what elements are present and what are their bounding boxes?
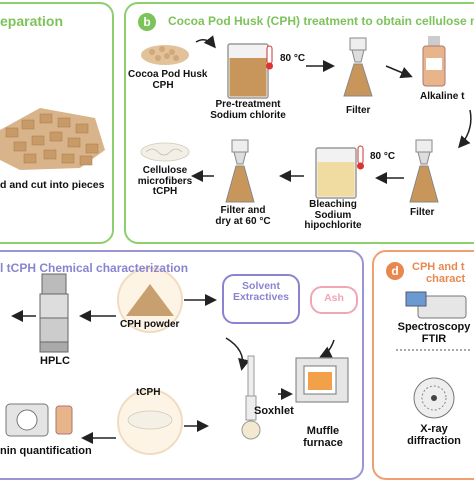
cut-pieces-pile-icon xyxy=(0,108,105,170)
ash-pill xyxy=(310,286,358,314)
panel-b-title: Cocoa Pod Husk (CPH) treatment to obtain… xyxy=(168,14,474,28)
temp-label-1: 80 °C xyxy=(280,53,306,64)
tcph-label: tCPH xyxy=(136,387,161,398)
hplc-label: HPLC xyxy=(40,355,70,367)
arrow-alkaline-to-filter xyxy=(458,109,472,149)
cph-powder-label: CPH powder xyxy=(120,319,180,330)
arrow-ash-to-furnace xyxy=(319,339,335,358)
cph-powder-icon xyxy=(126,284,174,316)
soxhlet-label: Soxhlet xyxy=(254,405,294,417)
cellulose-fibers-icon xyxy=(140,142,190,162)
beaker-bleaching-icon xyxy=(315,147,357,199)
muffle-furnace-icon xyxy=(295,357,349,403)
panel-c-title: l tCPH Chemical characterization xyxy=(0,261,189,275)
alkaline-bottle-icon xyxy=(422,36,446,87)
ftir-spectrometer-icon xyxy=(405,291,467,319)
panel-d-letter: d xyxy=(386,262,404,280)
filter-flask-icon-3 xyxy=(225,139,255,203)
arrow-extractives-to-soxhlet xyxy=(225,337,250,371)
soxhlet-apparatus-icon xyxy=(241,355,261,440)
ash-label: Ash xyxy=(324,292,344,304)
panel-a xyxy=(0,2,114,244)
panel-b xyxy=(124,2,474,244)
arrow-cph-to-beaker xyxy=(195,35,216,49)
tcph-fibers-icon xyxy=(127,410,173,430)
thermometer-icon-1 xyxy=(266,45,273,70)
cph-flakes-icon xyxy=(141,45,189,65)
solvent-extractives-pill xyxy=(222,274,300,324)
alkaline-label: Alkaline t xyxy=(420,91,465,102)
lignin-label: nin quantification xyxy=(0,445,92,457)
filter-label-1: Filter xyxy=(346,105,371,116)
thermometer-icon-2 xyxy=(357,145,364,170)
temp-label-2: 80 °C xyxy=(370,151,396,162)
lignin-instrument-icon xyxy=(5,403,73,437)
beaker-pretreatment-icon xyxy=(227,43,269,99)
filter-flask-icon-1 xyxy=(343,37,373,97)
filter-flask-icon-2 xyxy=(409,139,439,203)
panel-a-caption: d and cut into pieces xyxy=(0,179,105,191)
xray-diffraction-icon xyxy=(413,377,455,419)
filter-label-2: Filter xyxy=(410,207,435,218)
hplc-machine-icon xyxy=(39,273,69,353)
panel-a-title: eparation xyxy=(0,13,64,29)
arrow-filter-to-alkaline xyxy=(385,65,413,79)
panel-b-letter: b xyxy=(138,13,156,31)
